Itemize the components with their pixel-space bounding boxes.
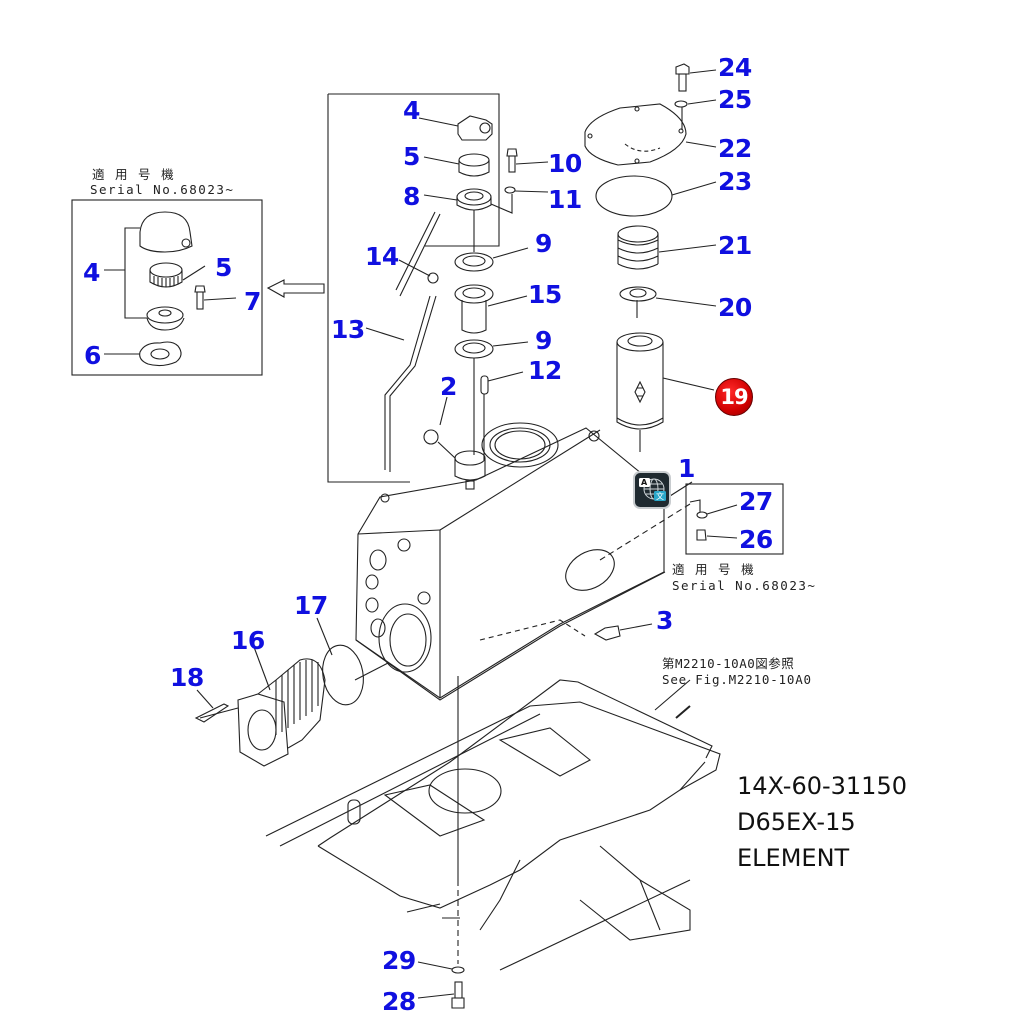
serial-note-right-jp: 適 用 号 機	[672, 562, 756, 577]
callout-11[interactable]: 11	[548, 185, 582, 214]
callout-9-upper[interactable]: 9	[535, 229, 552, 258]
inset-right-box	[685, 483, 784, 555]
callout-2[interactable]: 2	[440, 372, 457, 401]
callout-21[interactable]: 21	[718, 231, 752, 260]
strainer-group	[194, 617, 389, 767]
callout-20[interactable]: 20	[718, 293, 752, 322]
translate-letter-a: A	[641, 478, 648, 487]
translate-icon: A 文	[635, 473, 669, 507]
callout-4-main[interactable]: 4	[403, 96, 420, 125]
filler-assembly-box	[327, 93, 549, 483]
callout-6[interactable]: 6	[84, 341, 101, 370]
callout-27[interactable]: 27	[739, 487, 773, 516]
serial-note-right-en: Serial No.68023~	[672, 578, 817, 593]
callout-16[interactable]: 16	[231, 626, 265, 655]
arrow-left-icon	[266, 279, 325, 298]
serial-note-left-jp: 適 用 号 機	[92, 167, 176, 182]
callout-13[interactable]: 13	[331, 315, 365, 344]
callout-19-highlighted[interactable]: 19	[715, 378, 753, 416]
hydraulic-tank	[355, 396, 693, 701]
callout-14[interactable]: 14	[365, 242, 399, 271]
callout-17[interactable]: 17	[294, 591, 328, 620]
callout-5-inset[interactable]: 5	[215, 253, 232, 282]
translate-letter-cjk: 文	[656, 492, 664, 501]
callout-9-lower[interactable]: 9	[535, 326, 552, 355]
callout-1[interactable]: 1	[678, 454, 695, 483]
callout-22[interactable]: 22	[718, 134, 752, 163]
callout-4-inset[interactable]: 4	[83, 258, 100, 287]
callout-25[interactable]: 25	[718, 85, 752, 114]
see-fig-note-en: See Fig.M2210-10A0	[662, 672, 812, 687]
part-name: ELEMENT	[737, 844, 850, 872]
callout-5-main[interactable]: 5	[403, 142, 420, 171]
filter-stack	[584, 63, 717, 452]
frame-base	[265, 679, 721, 971]
callout-23[interactable]: 23	[718, 167, 752, 196]
callout-15[interactable]: 15	[528, 280, 562, 309]
callout-12[interactable]: 12	[528, 356, 562, 385]
title-block: 14X-60-31150 D65EX-15 ELEMENT	[737, 768, 907, 876]
callout-8[interactable]: 8	[403, 182, 420, 211]
inset-left-box	[71, 199, 263, 376]
callout-28[interactable]: 28	[382, 987, 416, 1016]
machine-model: D65EX-15	[737, 808, 856, 836]
part-number: 14X-60-31150	[737, 772, 907, 800]
callout-3[interactable]: 3	[656, 606, 673, 635]
callout-18[interactable]: 18	[170, 663, 204, 692]
callout-19-label: 19	[720, 385, 748, 409]
callout-26[interactable]: 26	[739, 525, 773, 554]
translate-button[interactable]: A 文	[633, 471, 671, 509]
callout-24[interactable]: 24	[718, 53, 752, 82]
serial-note-left-en: Serial No.68023~	[90, 182, 235, 197]
bottom-bolt	[417, 676, 465, 1009]
callout-10[interactable]: 10	[548, 149, 582, 178]
callout-29[interactable]: 29	[382, 946, 416, 975]
callout-7[interactable]: 7	[244, 287, 261, 316]
see-fig-note-jp: 第M2210-10A0図参照	[662, 656, 795, 671]
